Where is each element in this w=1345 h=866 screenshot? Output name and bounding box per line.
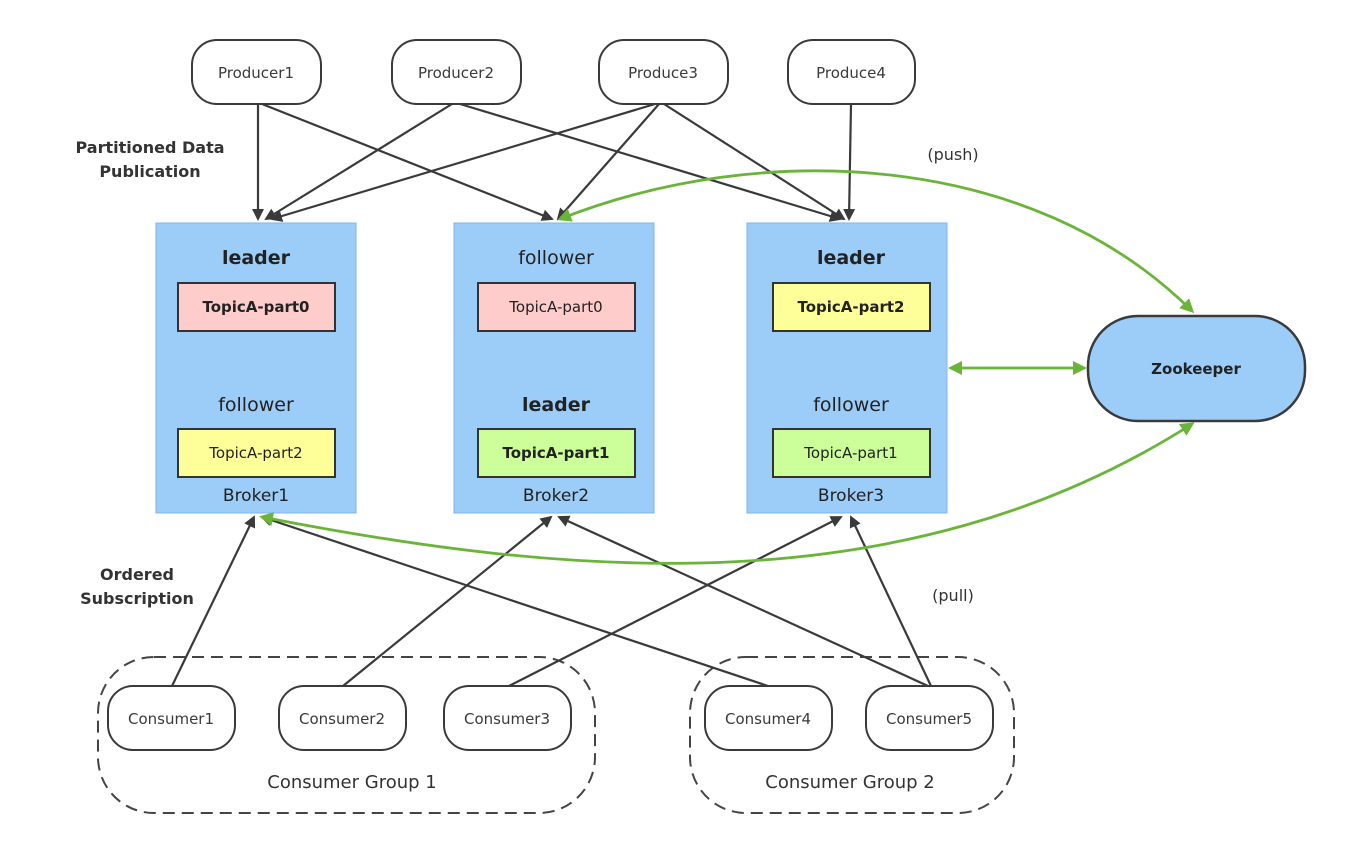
- pull-label: (pull): [932, 586, 974, 605]
- broker-1: leader TopicA-part0 follower TopicA-part…: [155, 222, 357, 514]
- consumer-1-label: Consumer1: [128, 710, 214, 728]
- broker-1-bottom-partition-label: TopicA-part2: [208, 444, 302, 462]
- broker-1-top-partition-box: [177, 282, 336, 332]
- broker-2-top-role: follower: [518, 247, 594, 269]
- producer-2-label: Producer2: [418, 64, 494, 82]
- arrow-producer4-broker3: [843, 103, 856, 221]
- broker-1-name: Broker1: [223, 486, 289, 506]
- publication-label-line1: Partitioned Data: [75, 138, 224, 157]
- broker-3-top-role: leader: [817, 247, 886, 269]
- arrow-consumer4-broker1: [260, 514, 769, 688]
- arrow-producer3-broker1: [270, 102, 656, 222]
- broker-1-top-partition-label: TopicA-part0: [202, 298, 309, 316]
- consumer-5: Consumer5: [865, 685, 994, 751]
- broker-2-name: Broker2: [523, 486, 589, 506]
- consumer-2: Consumer2: [278, 685, 407, 751]
- consumer-3: Consumer3: [443, 685, 572, 751]
- consumer-group-1-label: Consumer Group 1: [267, 772, 436, 793]
- push-label: (push): [927, 145, 978, 164]
- consumer-2-label: Consumer2: [299, 710, 385, 728]
- consumer-4: Consumer4: [704, 685, 833, 751]
- arrow-consumer5-broker2: [557, 515, 929, 688]
- broker-2-top-partition-label: TopicA-part0: [508, 298, 602, 316]
- producer-2: Producer2: [391, 39, 522, 105]
- arrow-consumer2-broker2: [342, 515, 553, 687]
- broker-2: follower TopicA-part0 leader TopicA-part…: [453, 222, 655, 514]
- subscription-label-line1: Ordered: [100, 565, 174, 584]
- producer-3: Produce3: [598, 39, 729, 105]
- broker-3: leader TopicA-part2 follower TopicA-part…: [746, 222, 948, 514]
- arrow-producer2-broker3: [459, 102, 842, 222]
- subscription-label-line2: Subscription: [80, 589, 194, 608]
- arrow-producer3-broker2: [556, 103, 660, 221]
- producer-4-label: Produce4: [816, 64, 886, 82]
- arrow-zookeeper-pull-broker1: [259, 422, 1195, 565]
- zookeeper-node: Zookeeper: [1086, 314, 1307, 423]
- publication-label-line2: Publication: [99, 162, 200, 181]
- arrow-consumer3-broker3: [508, 516, 843, 687]
- producer-3-label: Produce3: [628, 64, 698, 82]
- broker-3-bottom-partition-label: TopicA-part1: [803, 444, 897, 462]
- arrow-zookeeper-push-broker2: [557, 169, 1195, 314]
- producer-1: Producer1: [191, 39, 322, 105]
- consumer-group-2: Consumer Group 2: [689, 656, 1015, 814]
- consumer-3-label: Consumer3: [464, 710, 550, 728]
- broker-1-bottom-role: follower: [218, 394, 294, 416]
- consumer-1: Consumer1: [107, 685, 236, 751]
- broker-3-name: Broker3: [818, 486, 884, 506]
- zookeeper-label: Zookeeper: [1151, 360, 1241, 378]
- broker-2-bottom-role: leader: [522, 394, 591, 416]
- producer-1-label: Producer1: [218, 64, 294, 82]
- arrow-producer2-broker1: [264, 103, 453, 221]
- arrow-consumer5-broker3: [849, 515, 932, 687]
- consumer-group-2-label: Consumer Group 2: [765, 772, 934, 793]
- broker-2-bottom-partition-label: TopicA-part1: [502, 444, 609, 462]
- arrow-producer1-broker2: [261, 102, 554, 221]
- consumer-4-label: Consumer4: [725, 710, 811, 728]
- broker-1-top-role: leader: [222, 247, 291, 269]
- broker-3-bottom-role: follower: [813, 394, 889, 416]
- consumer-5-label: Consumer5: [886, 710, 972, 728]
- broker-3-top-partition-label: TopicA-part2: [797, 298, 904, 316]
- consumer-group-1: Consumer Group 1: [97, 656, 596, 814]
- arrow-producer3-broker3: [663, 103, 846, 221]
- producer-4: Produce4: [787, 39, 916, 105]
- arrow-consumer1-broker1: [171, 515, 256, 687]
